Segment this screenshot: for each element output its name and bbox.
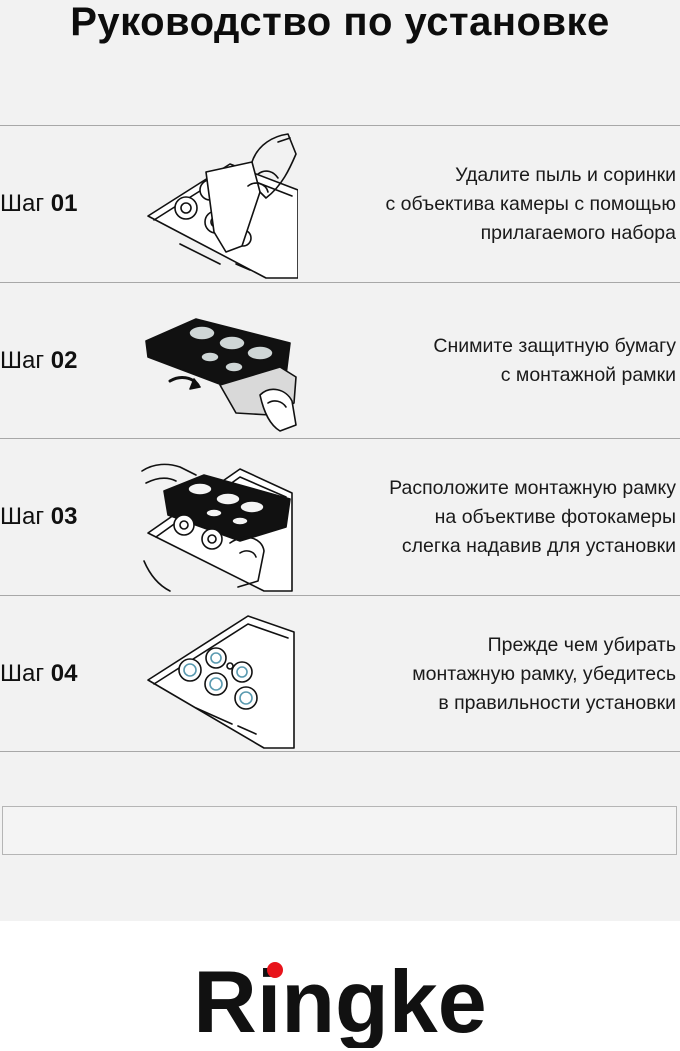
- step-01: Шаг 01 Удалите пыль и соринки с объектив…: [0, 126, 680, 282]
- step-description: Снимите защитную бумагу с монтажной рамк…: [433, 283, 676, 439]
- step-text-line: Прежде чем убирать: [487, 633, 676, 656]
- step-text-line: Расположите монтажную рамку: [389, 476, 676, 499]
- step-prefix: Шаг: [0, 660, 45, 687]
- step-prefix: Шаг: [0, 347, 45, 374]
- step-description: Прежде чем убирать монтажную рамку, убед…: [412, 596, 676, 752]
- brand-name: Ringke: [193, 952, 486, 1048]
- step-number: 03: [50, 503, 78, 530]
- step-04-illustration: [147, 615, 295, 749]
- step-prefix: Шаг: [0, 190, 45, 217]
- empty-notice-box: [2, 806, 677, 855]
- step-number: 01: [50, 190, 78, 217]
- ringke-logo: Ringke: [193, 952, 486, 1048]
- step-description: Расположите монтажную рамку на объективе…: [389, 439, 676, 595]
- instruction-panel: [0, 0, 680, 921]
- step-01-illustration: [147, 133, 298, 279]
- step-02-illustration: [145, 318, 297, 432]
- step-04: Шаг 04 Прежде чем убирать монтажную рамк…: [0, 596, 680, 752]
- step-text-line: Удалите пыль и соринки: [455, 163, 676, 186]
- step-prefix: Шаг: [0, 503, 45, 530]
- step-text-line: слегка надавив для установки: [401, 534, 676, 557]
- page-title: Руководство по установке: [70, 0, 610, 44]
- step-label: Шаг 02: [0, 283, 77, 439]
- divider: [0, 438, 680, 439]
- divider: [0, 125, 680, 126]
- step-number: 02: [50, 347, 78, 374]
- step-label: Шаг 01: [0, 126, 77, 282]
- step-text-line: на объективе фотокамеры: [434, 505, 676, 528]
- step-text-line: Снимите защитную бумагу: [433, 335, 676, 357]
- step-03: Шаг 03 Расположите монтажную рамку на об…: [0, 439, 680, 595]
- logo-red-dot: [267, 962, 283, 978]
- step-text-line: с монтажной рамки: [500, 364, 676, 386]
- divider: [0, 751, 680, 752]
- step-text-line: монтажную рамку, убедитесь: [412, 662, 676, 685]
- step-text-line: прилагаемого набора: [480, 221, 676, 244]
- step-03-illustration: [141, 463, 293, 592]
- step-text-line: с объектива камеры с помощью: [385, 192, 676, 215]
- step-label: Шаг 04: [0, 596, 77, 752]
- divider: [0, 282, 680, 283]
- step-label: Шаг 03: [0, 439, 77, 595]
- step-02: Шаг 02 Снимите защитную бумагу с монтажн…: [0, 283, 680, 439]
- divider: [0, 595, 680, 596]
- step-number: 04: [50, 660, 78, 687]
- step-text-line: в правильности установки: [438, 691, 676, 714]
- step-description: Удалите пыль и соринки с объектива камер…: [385, 126, 676, 282]
